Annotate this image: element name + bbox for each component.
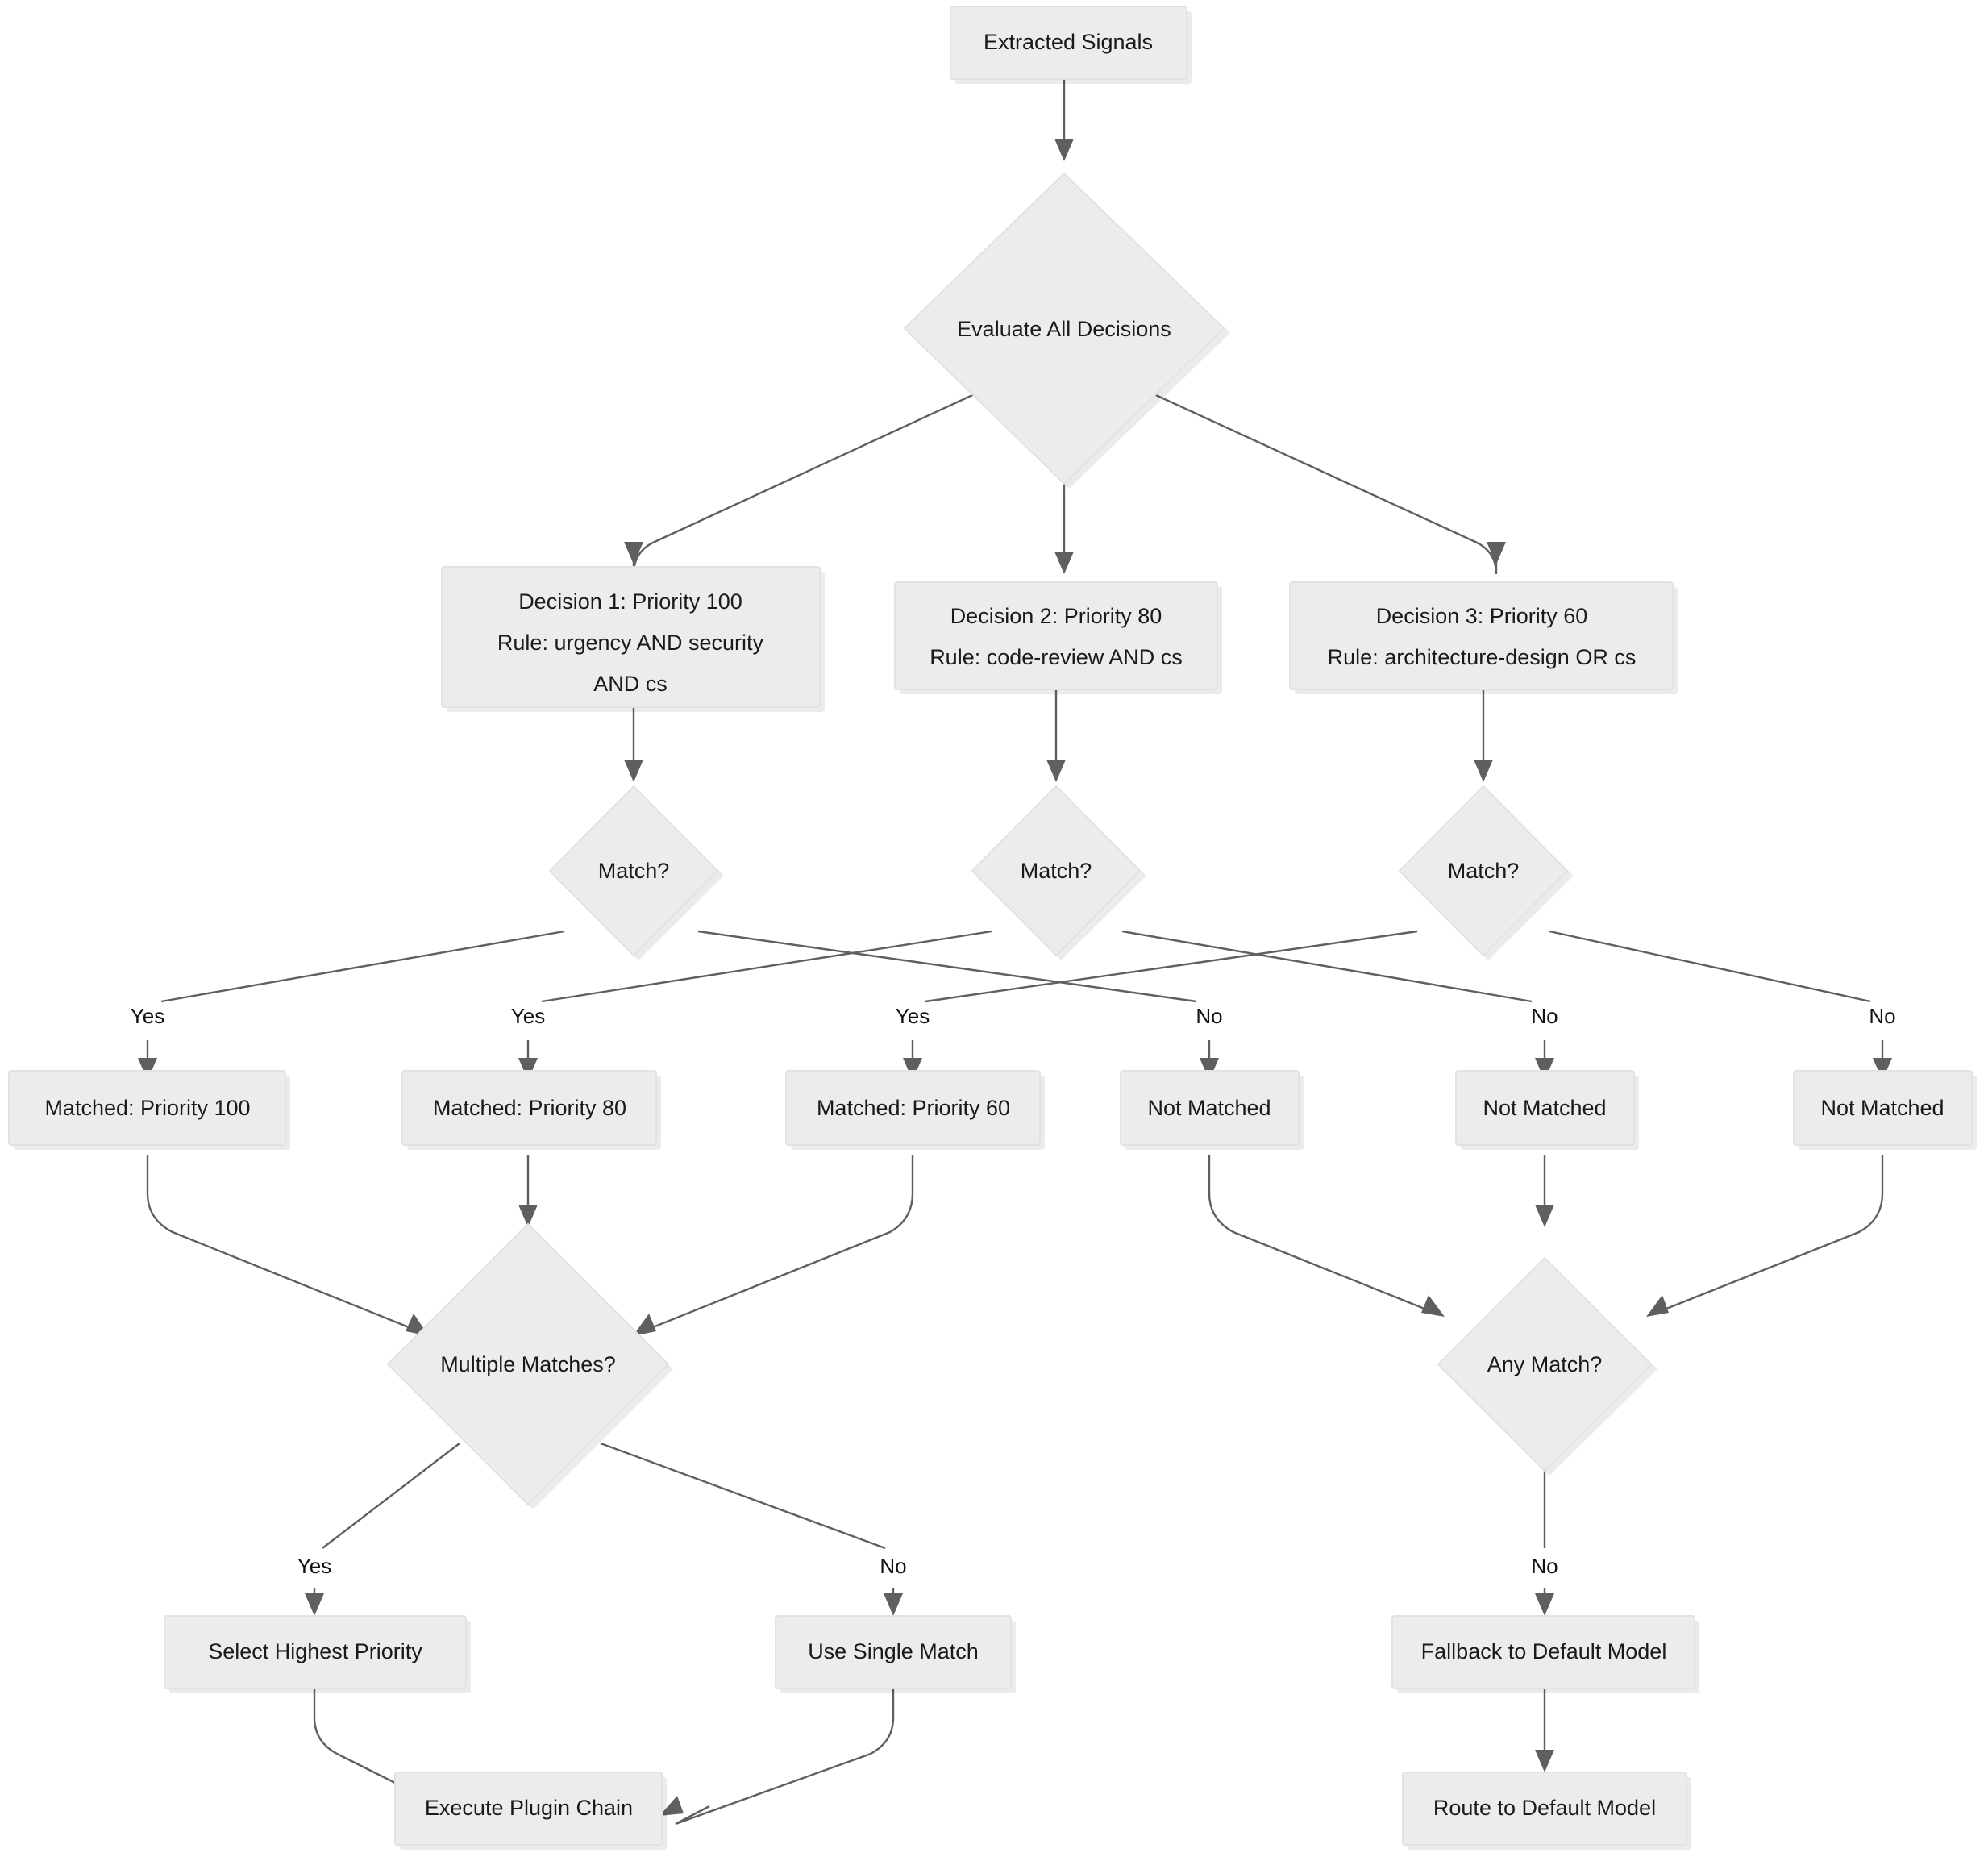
node-route-to-default-model-label: Route to Default Model (1433, 1796, 1656, 1820)
node-decision1-line3: AND cs (593, 672, 668, 696)
node-extracted-signals-label: Extracted Signals (984, 30, 1153, 54)
edge-multiple-matches-yes-to-select-highest (305, 1443, 460, 1616)
node-multiple-matches[interactable]: Multiple Matches? (386, 1222, 673, 1509)
node-not-matched-2-label: Not Matched (1483, 1096, 1606, 1120)
node-decision3-line1: Decision 3: Priority 60 (1376, 604, 1588, 628)
edge-evaluate-all-to-decision3 (1137, 385, 1506, 575)
edge-evaluate-all-to-decision2 (1054, 484, 1074, 574)
node-select-highest-priority-label: Select Highest Priority (208, 1639, 422, 1663)
edge-match2-no-to-notmatched2 (1121, 930, 1554, 1080)
edge-layer (138, 79, 1892, 1826)
node-decision1-line1: Decision 1: Priority 100 (518, 589, 742, 614)
node-decision2-line2: Rule: code-review AND cs (930, 645, 1183, 669)
node-matched-priority-80[interactable]: Matched: Priority 80 (401, 1070, 661, 1150)
edge-decision3-to-match3 (1474, 689, 1493, 782)
node-not-matched-1-label: Not Matched (1147, 1096, 1271, 1120)
node-multiple-matches-label: Multiple Matches? (440, 1352, 616, 1376)
node-decision3-line2: Rule: architecture-design OR cs (1328, 645, 1637, 669)
edge-extracted-signals-to-evaluate-all (1054, 79, 1074, 161)
node-not-matched-2[interactable]: Not Matched (1455, 1070, 1639, 1150)
edge-label-layer: Yes No Yes No Yes No Yes No No (131, 1004, 1896, 1578)
edge-label-match2-no: No (1531, 1004, 1558, 1028)
edge-matched100-to-multiple-matches (146, 1155, 429, 1336)
node-execute-plugin-chain-label: Execute Plugin Chain (425, 1796, 633, 1820)
node-fallback-to-default-model-label: Fallback to Default Model (1421, 1639, 1667, 1663)
node-use-single-match-label: Use Single Match (808, 1639, 979, 1663)
edge-label-any-match-no: No (1531, 1554, 1558, 1578)
node-matched-priority-80-label: Matched: Priority 80 (433, 1096, 626, 1120)
node-decision3[interactable]: Decision 3: Priority 60 Rule: architectu… (1289, 581, 1678, 694)
edge-match3-yes-to-matched60 (903, 930, 1418, 1080)
node-match2[interactable]: Match? (971, 785, 1146, 960)
node-route-to-default-model[interactable]: Route to Default Model (1402, 1772, 1691, 1850)
node-matched-priority-60[interactable]: Matched: Priority 60 (785, 1070, 1045, 1150)
edge-notmatched2-to-any-match (1535, 1155, 1554, 1227)
node-not-matched-3-label: Not Matched (1820, 1096, 1944, 1120)
node-matched-priority-60-label: Matched: Priority 60 (817, 1096, 1010, 1120)
node-match1-label: Match? (598, 859, 670, 883)
node-execute-plugin-chain[interactable]: Execute Plugin Chain (394, 1772, 667, 1850)
node-match3-label: Match? (1448, 859, 1520, 883)
edge-use-single-to-execute-plugin (659, 1687, 895, 1826)
edge-label-multiple-matches-no: No (880, 1554, 906, 1578)
edge-decision1-to-match1 (624, 707, 643, 782)
node-decision2-line1: Decision 2: Priority 80 (950, 604, 1162, 628)
edge-notmatched3-to-any-match (1646, 1155, 1884, 1317)
node-use-single-match[interactable]: Use Single Match (775, 1615, 1016, 1693)
edge-label-match1-no: No (1196, 1004, 1222, 1028)
edge-label-match3-yes: Yes (896, 1004, 930, 1028)
node-any-match-label: Any Match? (1487, 1352, 1603, 1376)
edge-matched80-to-multiple-matches (518, 1155, 538, 1227)
node-decision1[interactable]: Decision 1: Priority 100 Rule: urgency A… (441, 566, 825, 712)
edge-match3-no-to-notmatched3 (1549, 930, 1892, 1080)
edge-fallback-default-to-route-default (1535, 1689, 1554, 1772)
node-not-matched-1[interactable]: Not Matched (1120, 1070, 1304, 1150)
edge-label-match2-yes: Yes (511, 1004, 545, 1028)
node-evaluate-all-decisions[interactable]: Evaluate All Decisions (903, 172, 1230, 489)
node-matched-priority-100[interactable]: Matched: Priority 100 (8, 1070, 290, 1150)
node-select-highest-priority[interactable]: Select Highest Priority (164, 1615, 471, 1693)
node-any-match[interactable]: Any Match? (1437, 1256, 1657, 1476)
edge-matched60-to-multiple-matches (633, 1155, 914, 1336)
edge-label-match3-no: No (1869, 1004, 1895, 1028)
edge-match1-yes-to-matched100 (138, 930, 565, 1080)
node-not-matched-3[interactable]: Not Matched (1793, 1070, 1977, 1150)
node-match1[interactable]: Match? (548, 785, 724, 960)
node-decision1-line2: Rule: urgency AND security (497, 631, 764, 655)
edge-multiple-matches-no-to-use-single (600, 1442, 903, 1616)
node-decision2[interactable]: Decision 2: Priority 80 Rule: code-revie… (894, 581, 1222, 694)
node-evaluate-all-decisions-label: Evaluate All Decisions (957, 317, 1171, 341)
node-fallback-to-default-model[interactable]: Fallback to Default Model (1391, 1615, 1699, 1693)
node-extracted-signals[interactable]: Extracted Signals (950, 6, 1192, 84)
edge-notmatched1-to-any-match (1208, 1155, 1445, 1317)
edge-evaluate-all-to-decision1 (624, 385, 991, 575)
edge-decision2-to-match2 (1046, 689, 1066, 782)
edge-any-match-no-to-fallback-default (1535, 1468, 1554, 1616)
edge-match2-yes-to-matched80 (518, 930, 992, 1080)
node-match3[interactable]: Match? (1398, 785, 1574, 960)
node-matched-priority-100-label: Matched: Priority 100 (44, 1096, 250, 1120)
edge-label-match1-yes: Yes (131, 1004, 164, 1028)
node-match2-label: Match? (1021, 859, 1092, 883)
node-layer: Extracted Signals Evaluate All Decisions… (8, 6, 1977, 1850)
edge-label-multiple-matches-yes: Yes (297, 1554, 331, 1578)
edge-match1-no-to-notmatched1 (697, 930, 1219, 1080)
